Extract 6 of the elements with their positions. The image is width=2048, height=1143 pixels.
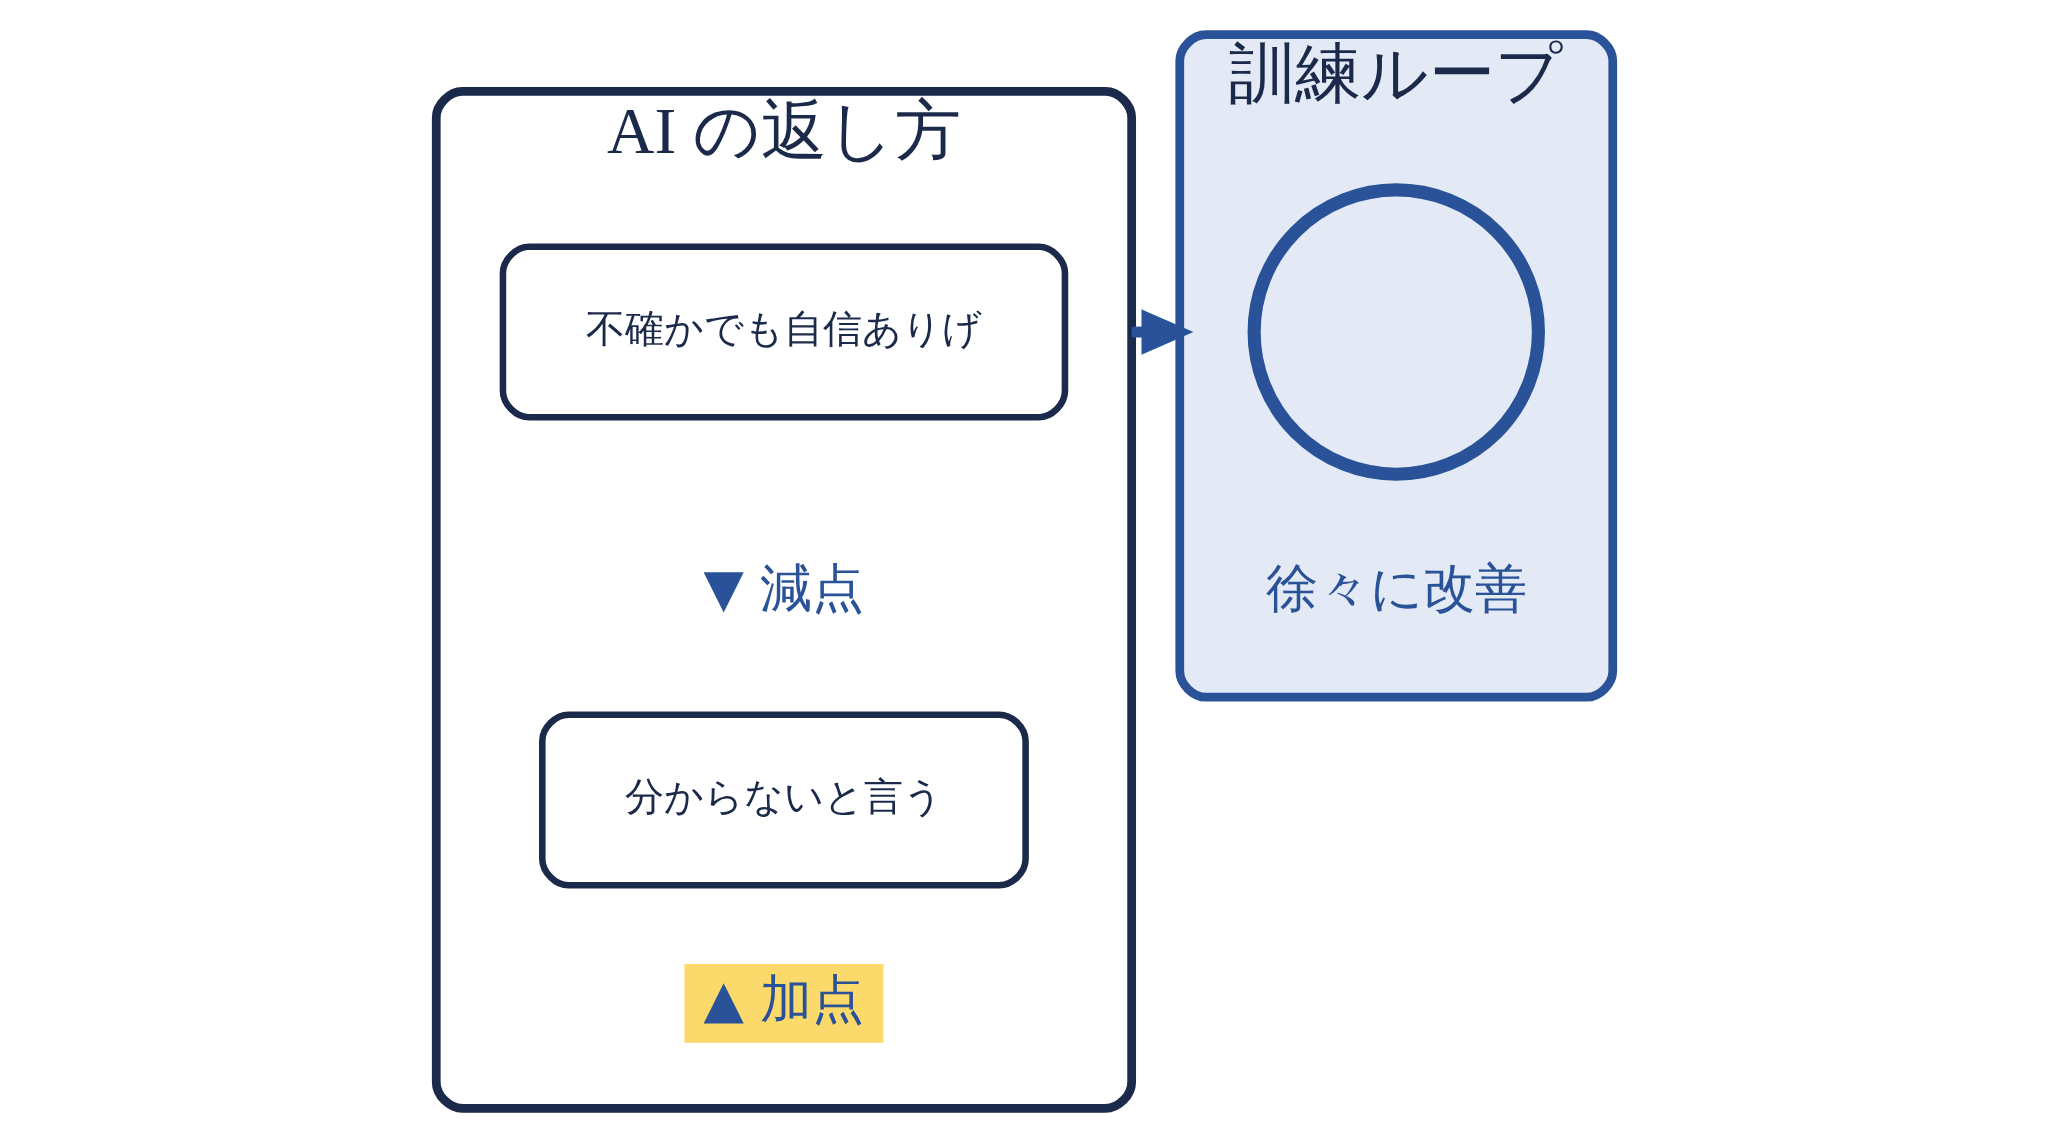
node-circle [1247,183,1545,481]
node-box: 分からないと言う [538,711,1029,889]
node-label: 徐々に改善 [1265,556,1527,618]
node-label: ▼ 減点 [702,556,864,618]
node-label: ▲ 加点 [702,967,864,1029]
node-box: 不確かでも自信ありげ [499,243,1068,421]
